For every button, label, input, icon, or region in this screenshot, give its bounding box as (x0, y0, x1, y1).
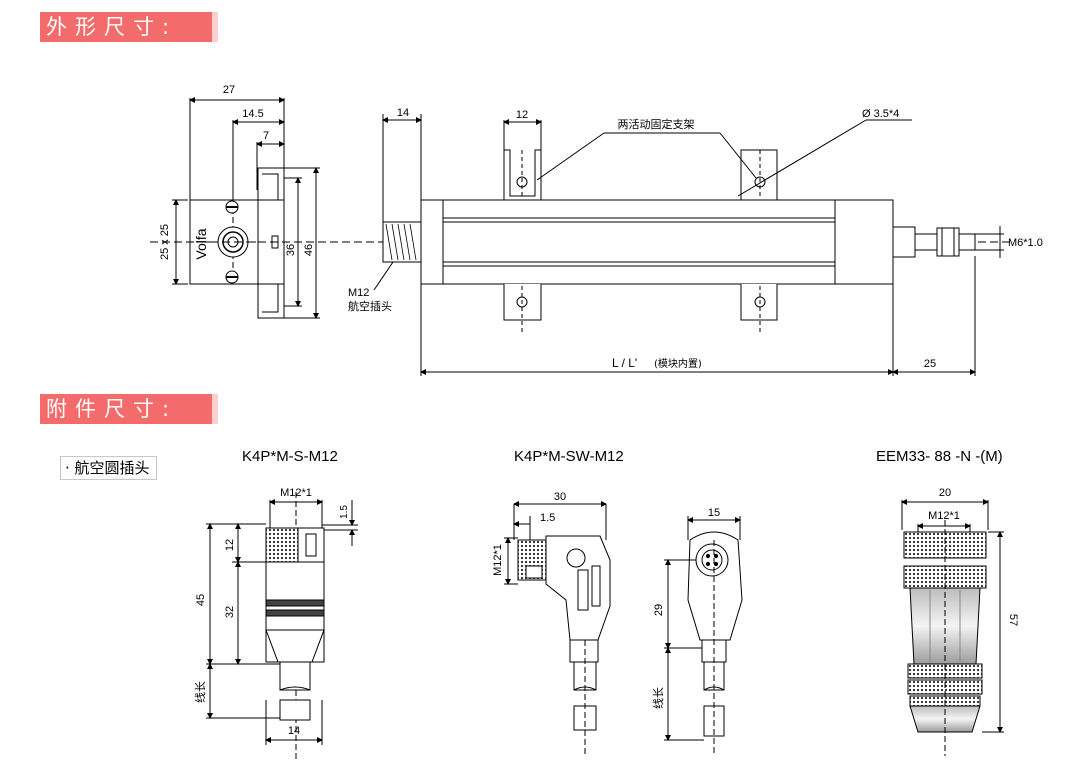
c2-thread-label: M12*1 (492, 544, 504, 576)
brand-logo: Volfa (193, 228, 209, 259)
c2-dim-1-5: 1.5 (540, 512, 555, 524)
model-label-k4p-sw: K4P*M-SW-M12 (514, 448, 624, 465)
plug-label-aviation: 航空插头 (348, 299, 392, 313)
c1-dim-45: 45 (195, 594, 207, 606)
connector-angled-side (664, 516, 743, 756)
c1-cable-length: 线长 (193, 681, 207, 703)
c2-dim-15: 15 (708, 507, 720, 519)
connector-straight (206, 492, 358, 760)
connector-angled (504, 501, 611, 756)
connector-eem33 (901, 499, 1004, 756)
c2-dim-30: 30 (554, 491, 566, 503)
dim-14-5: 14.5 (242, 108, 263, 120)
aviation-plug-category: · 航空圆插头 (60, 456, 157, 480)
length-label: L / L' (612, 356, 637, 370)
plug-label-m12: M12 (348, 287, 369, 299)
thread-m6-label: M6*1.0 (1008, 237, 1043, 249)
c3-dim-20: 20 (939, 487, 951, 499)
dim-46: 46 (303, 244, 315, 256)
hole-label: Ø 3.5*4 (862, 108, 899, 120)
outline-dimensions-header: 外形尺寸: (40, 12, 218, 42)
c3-dim-57: 57 (1007, 614, 1019, 626)
c1-dim-1-5: 1.5 (339, 505, 350, 519)
c2-dim-29: 29 (653, 604, 665, 616)
c2-cable-length: 线长 (651, 687, 665, 709)
dim-12-bracket: 12 (516, 109, 528, 121)
c1-dim-14: 14 (288, 725, 300, 737)
c1-dim-32: 32 (224, 606, 236, 618)
c3-thread-label: M12*1 (928, 510, 960, 522)
c1-dim-12: 12 (224, 539, 236, 551)
dim-25-rod: 25 (924, 358, 936, 370)
dim-7: 7 (263, 130, 269, 142)
end-view (172, 97, 320, 319)
length-note: (模块内置) (654, 357, 702, 370)
accessory-dimensions-header: 附件尺寸: (40, 394, 218, 424)
dim-14-plug: 14 (397, 107, 409, 119)
bracket-label: 两活动固定支架 (618, 117, 695, 131)
c1-thread-label: M12*1 (280, 487, 312, 499)
dim-36: 36 (285, 244, 297, 256)
model-label-k4p-s: K4P*M-S-M12 (242, 448, 338, 465)
side-view (150, 114, 1010, 376)
dim-27: 27 (223, 84, 235, 96)
model-label-eem33: EEM33- 88 -N -(M) (876, 448, 1003, 465)
